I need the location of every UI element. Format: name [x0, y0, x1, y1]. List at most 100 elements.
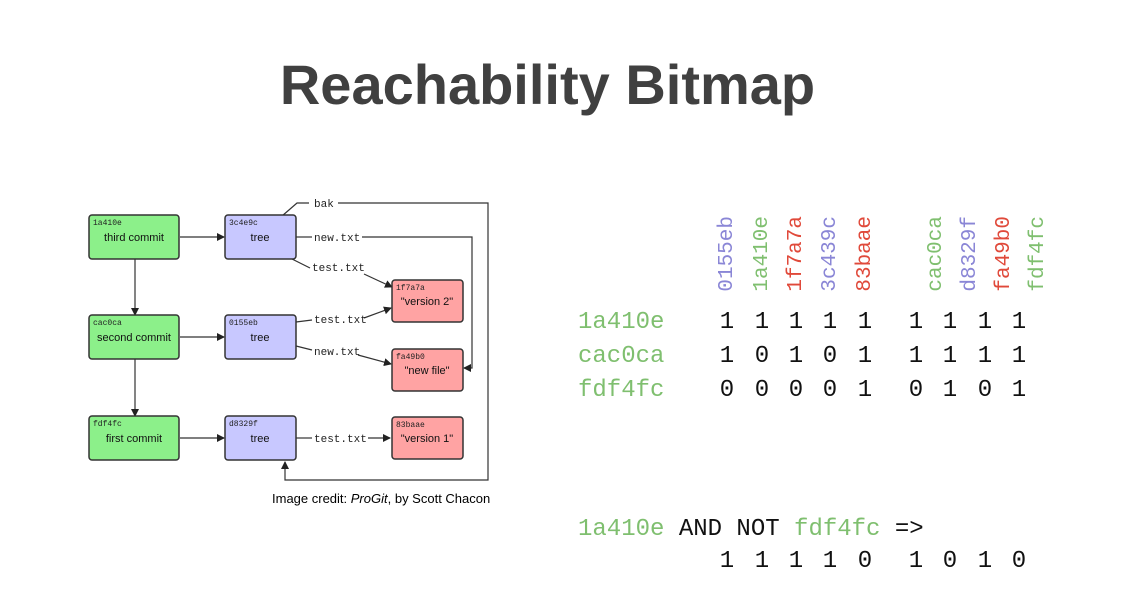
bitmap-expression: 1a410e AND NOT fdf4fc => — [578, 516, 924, 543]
image-credit: Image credit: ProGit, by Scott Chacon — [272, 491, 490, 506]
edge-label-test-txt-3: test.txt — [314, 434, 367, 446]
tree-node-1: 3c4e9c tree — [224, 214, 297, 260]
bit-cell: 1 — [857, 309, 873, 336]
credit-prefix: Image credit: — [272, 491, 351, 506]
bit-cell: 0 — [908, 377, 924, 404]
result-bit: 1 — [977, 548, 993, 575]
edge-test-txt-2a — [295, 319, 313, 323]
tree-hash: 0155eb — [229, 319, 258, 328]
blob-label: "version 1" — [401, 433, 454, 445]
expression-left: 1a410e — [578, 516, 665, 543]
bit-cell: 1 — [942, 309, 958, 336]
expression-operator: AND NOT — [664, 516, 795, 543]
commit-hash: cac0ca — [93, 319, 122, 328]
edge-label-test-txt-1: test.txt — [312, 263, 365, 275]
blob-node-1: 1f7a7a "version 2" — [391, 279, 464, 323]
edge-new-txt-2a — [295, 345, 313, 351]
row-label: 1a410e — [578, 309, 665, 336]
result-bit: 1 — [719, 548, 735, 575]
bit-cell: 0 — [977, 377, 993, 404]
column-header: 1a410e — [751, 216, 774, 292]
column-header: 83baae — [854, 216, 877, 292]
blob-hash: 1f7a7a — [396, 284, 425, 293]
commit-label: third commit — [104, 232, 164, 244]
edge-new-txt-2b — [357, 354, 392, 367]
blob-node-3: 83baae "version 1" — [391, 416, 464, 460]
bit-cell: 0 — [719, 377, 735, 404]
expression-right: fdf4fc — [794, 516, 881, 543]
commit-node-2: cac0ca second commit — [88, 314, 180, 360]
bit-cell: 1 — [754, 309, 770, 336]
blob-node-2: fa49b0 "new file" — [391, 348, 464, 392]
bit-cell: 1 — [822, 309, 838, 336]
bit-cell: 1 — [1011, 309, 1027, 336]
row-label: fdf4fc — [578, 377, 665, 404]
column-header: d8329f — [959, 216, 982, 292]
commit-label: second commit — [97, 332, 171, 344]
blob-hash: 83baae — [396, 421, 425, 430]
bit-cell: 1 — [977, 309, 993, 336]
commit-label: first commit — [106, 433, 162, 445]
commit-node-1: 1a410e third commit — [88, 214, 180, 260]
bit-cell: 1 — [857, 377, 873, 404]
diagram-connectors — [131, 202, 489, 481]
blob-label: "new file" — [404, 365, 449, 377]
bit-cell: 1 — [908, 343, 924, 370]
edge-label-test-txt-2: test.txt — [314, 315, 367, 327]
column-header: fa49b0 — [993, 216, 1016, 292]
tree-node-2: 0155eb tree — [224, 314, 297, 360]
slide-title: Reachability Bitmap — [279, 53, 816, 116]
edge-test-txt-1b — [363, 273, 393, 288]
tree-node-3: d8329f tree — [224, 415, 297, 461]
column-header: fdf4fc — [1027, 216, 1050, 292]
column-header: 0155eb — [716, 216, 739, 292]
bit-cell: 1 — [719, 309, 735, 336]
result-bit: 1 — [754, 548, 770, 575]
tree-label: tree — [251, 332, 270, 344]
bit-cell: 0 — [788, 377, 804, 404]
commit-hash: fdf4fc — [93, 420, 122, 429]
edge-label-new-txt-1: new.txt — [314, 233, 360, 245]
bit-cell: 1 — [857, 343, 873, 370]
expression-arrow: => — [880, 516, 924, 543]
bit-cell: 1 — [1011, 377, 1027, 404]
tree-hash: d8329f — [229, 420, 258, 429]
tree-label: tree — [251, 232, 270, 244]
result-bit: 1 — [822, 548, 838, 575]
commit-hash: 1a410e — [93, 219, 122, 228]
blob-label: "version 2" — [401, 296, 454, 308]
result-bit: 0 — [942, 548, 958, 575]
column-header: 3c439c — [819, 216, 842, 292]
commit-node-3: fdf4fc first commit — [88, 415, 180, 461]
edge-label-bak: bak — [314, 199, 334, 211]
bit-cell: 1 — [788, 309, 804, 336]
bit-cell: 0 — [754, 377, 770, 404]
result-bit: 1 — [908, 548, 924, 575]
tree-label: tree — [251, 433, 270, 445]
blob-hash: fa49b0 — [396, 353, 425, 362]
column-header: 1f7a7a — [785, 216, 808, 292]
row-label: cac0ca — [578, 343, 665, 370]
bit-cell: 1 — [942, 343, 958, 370]
bit-cell: 1 — [942, 377, 958, 404]
edge-new-txt-1b — [362, 236, 473, 372]
result-bit: 1 — [788, 548, 804, 575]
tree-hash: 3c4e9c — [229, 219, 258, 228]
credit-suffix: , by Scott Chacon — [387, 491, 491, 506]
bit-cell: 1 — [788, 343, 804, 370]
edge-test-txt-2b — [363, 306, 392, 319]
result-bit: 0 — [1011, 548, 1027, 575]
edge-bak-b — [281, 202, 489, 481]
bit-cell: 1 — [977, 343, 993, 370]
bit-cell: 0 — [822, 377, 838, 404]
bit-cell: 1 — [719, 343, 735, 370]
edge-label-new-txt-2: new.txt — [314, 347, 360, 359]
bit-cell: 0 — [754, 343, 770, 370]
edge-bak-a — [281, 202, 309, 217]
result-bit: 0 — [857, 548, 873, 575]
bit-cell: 0 — [822, 343, 838, 370]
bit-cell: 1 — [908, 309, 924, 336]
column-header: cac0ca — [925, 216, 948, 292]
credit-book: ProGit — [350, 491, 388, 506]
